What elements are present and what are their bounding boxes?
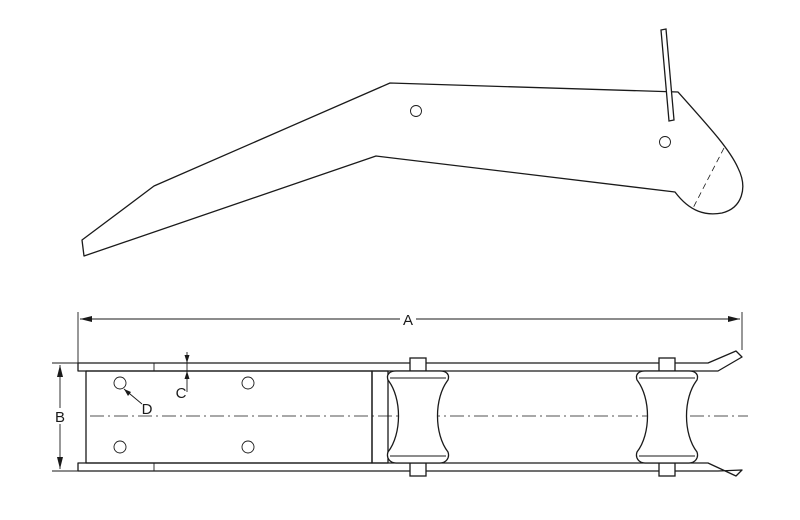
roller-front-axle-bottom (409, 462, 427, 477)
side-profile-outline (81, 82, 744, 257)
dimension-b: B (52, 362, 78, 472)
mounting-hole-bottom-right (241, 440, 255, 454)
roller-rear-body (635, 370, 699, 464)
mounting-hole-top-right (241, 376, 255, 390)
side-rear-hole (659, 136, 671, 148)
dim-b-arrow-top (57, 365, 63, 377)
roller-front-body (386, 370, 450, 464)
dim-d-arrow (124, 389, 131, 396)
dimension-c: C (176, 352, 190, 402)
front-base-plate (85, 370, 373, 464)
side-pivot-hole (410, 105, 422, 117)
dim-c-arrow-top (184, 355, 190, 363)
top-view (77, 350, 748, 477)
mounting-hole-top-left (113, 376, 127, 390)
dim-a-arrow-left (80, 316, 92, 322)
dim-a-label: A (403, 312, 413, 329)
mounting-hole-bottom-left (113, 440, 127, 454)
roller-front (386, 357, 450, 477)
dim-b-label: B (55, 409, 65, 426)
dimension-d: D (123, 388, 153, 418)
side-view (81, 28, 744, 257)
top-side-rail (77, 350, 743, 372)
retaining-pin (660, 28, 675, 122)
bow-tip-hidden-line (691, 147, 725, 211)
roller-rear (635, 357, 699, 477)
roller-rear-axle-bottom (658, 462, 676, 477)
roller-rear-axle-top (658, 357, 676, 372)
dim-c-arrow-bottom (184, 371, 190, 379)
roller-front-axle-top (409, 357, 427, 372)
dimension-a: A (77, 311, 743, 363)
dim-d-label: D (142, 401, 153, 418)
dim-c-label: C (176, 385, 187, 402)
dim-b-label-bg (52, 408, 68, 424)
roller-frame (371, 370, 389, 464)
dim-a-label-bg (400, 311, 416, 327)
dim-b-arrow-bottom (57, 457, 63, 469)
dim-a-arrow-right (728, 316, 740, 322)
